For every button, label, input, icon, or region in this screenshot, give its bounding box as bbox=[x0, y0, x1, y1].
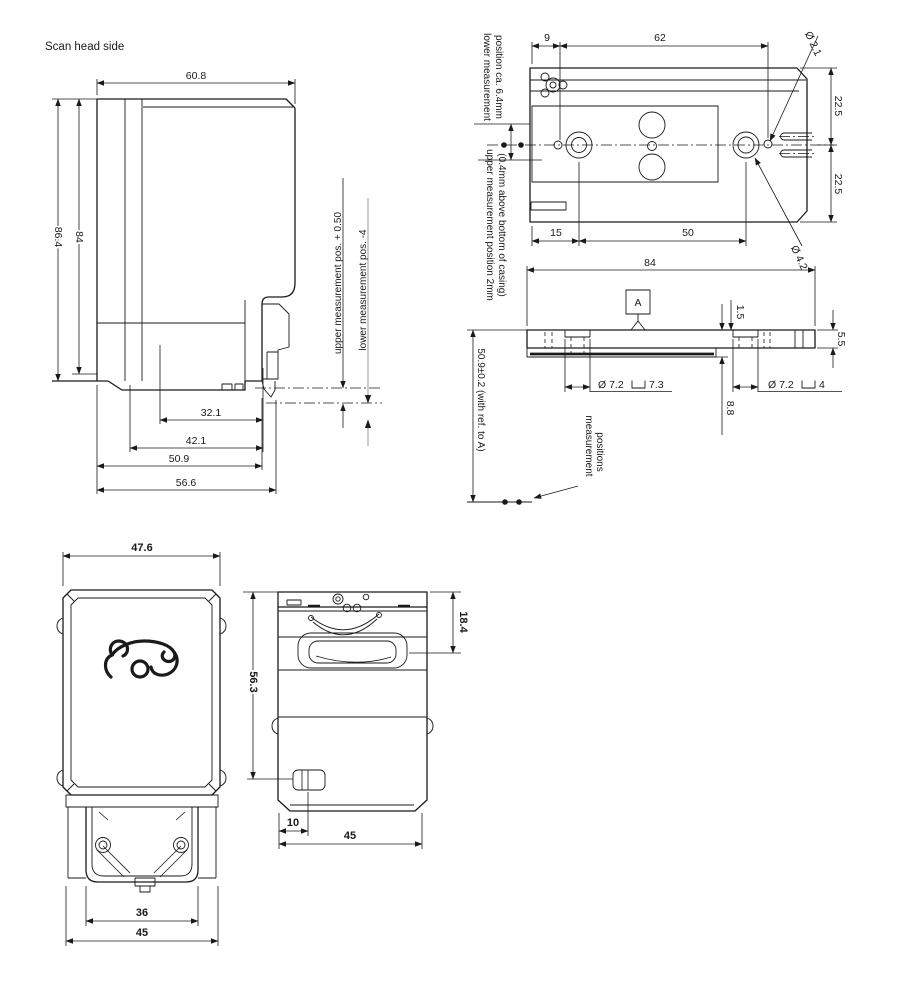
dim-36: 36 bbox=[136, 907, 148, 919]
dim-18-4: 18.4 bbox=[457, 611, 469, 633]
upper-meas-position-label-line2: (0.4mm above bottom of casing) bbox=[496, 153, 507, 296]
counterbore-symbol bbox=[631, 380, 646, 389]
dim-10: 10 bbox=[287, 817, 299, 829]
front-side-outline bbox=[247, 591, 434, 812]
front-scan-nose bbox=[65, 794, 219, 893]
cb-left-depth: 7.3 bbox=[649, 379, 664, 391]
dim-32-1: 32.1 bbox=[201, 407, 222, 419]
counterbore-symbol bbox=[801, 380, 816, 389]
lower-meas-position-label-line2: position ca. 6.4mm bbox=[493, 35, 504, 119]
baseplate-side-dimensions: 84 1.5 5.5 8.8 Ø 7.2 7.3 Ø 7.2 4 bbox=[467, 257, 847, 505]
lower-meas-position-label-line1: lower measurement bbox=[481, 33, 492, 121]
dim-56-3: 56.3 bbox=[247, 671, 259, 692]
upper-meas-position-label-line1: upper measurement position 2mm bbox=[484, 149, 495, 301]
cb-left-diameter: Ø 7.2 bbox=[598, 379, 624, 391]
measurement-positions-label-line1: measurement bbox=[583, 415, 594, 476]
dim-50-9: 50.9 bbox=[169, 453, 190, 465]
measurement-positions-label-line2: positions bbox=[594, 432, 605, 471]
dim-47-6: 47.6 bbox=[131, 542, 152, 554]
measurement-point-dot bbox=[501, 142, 507, 148]
cb-right-diameter: Ø 7.2 bbox=[768, 379, 794, 391]
view-baseplate-side: A 84 1.5 5.5 8.8 Ø 7.2 7.3 bbox=[467, 257, 847, 505]
dim-56-6: 56.6 bbox=[176, 477, 197, 489]
eye-logo bbox=[103, 639, 179, 679]
view-scan-head-side: Scan head side 60.8 bbox=[45, 41, 382, 494]
measurement-point-dot bbox=[516, 499, 522, 505]
dim-42-1: 42.1 bbox=[186, 435, 207, 447]
side-view-dimensions: 60.8 86.4 84 32.1 42.1 50.9 56.6 bbox=[51, 70, 296, 494]
baseplate-side-outline bbox=[526, 329, 816, 358]
dim-22-5-bottom: 22.5 bbox=[832, 174, 844, 195]
dim-width-60-8: 60.8 bbox=[186, 70, 207, 82]
front-outline bbox=[56, 589, 227, 796]
front-dimensions: 47.6 56.3 36 45 bbox=[62, 542, 278, 946]
front-side-dimensions: 18.4 10 45 bbox=[278, 591, 469, 849]
dim-84: 84 bbox=[644, 257, 656, 269]
baseplate-top-dimensions: 9 62 22.5 22.5 15 50 Ø 2.1 Ø 4.2 bbox=[531, 30, 844, 272]
measurement-position-callouts: upper measurement pos. + 0.50 lower meas… bbox=[333, 178, 372, 446]
dim-62: 62 bbox=[654, 32, 666, 44]
measurement-point-dot bbox=[502, 499, 508, 505]
view-baseplate-top: 9 62 22.5 22.5 15 50 Ø 2.1 Ø 4.2 lower m… bbox=[474, 30, 844, 301]
dim-8-8: 8.8 bbox=[724, 401, 736, 416]
measurement-point-dot bbox=[518, 142, 524, 148]
dim-50: 50 bbox=[682, 227, 694, 239]
datum-flag-a: A bbox=[625, 289, 651, 331]
lower-measurement-pos-label: lower measurement pos. -4 bbox=[358, 229, 369, 351]
dim-45-front: 45 bbox=[136, 927, 148, 939]
cb-right-depth: 4 bbox=[819, 379, 825, 391]
measurement-position-labels-top-view: lower measurement position ca. 6.4mm upp… bbox=[474, 33, 542, 301]
dia-4-2-callout: Ø 4.2 bbox=[788, 244, 810, 272]
view-front-side: 18.4 10 45 bbox=[247, 591, 469, 849]
dim-22-5-top: 22.5 bbox=[832, 96, 844, 117]
dim-45-side: 45 bbox=[344, 830, 356, 842]
dim-50-9-ref-a: 50.9±0.2 (with ref. to A) bbox=[475, 348, 486, 451]
dia-2-1-callout: Ø 2.1 bbox=[802, 30, 824, 58]
datum-letter: A bbox=[634, 297, 641, 309]
dim-9: 9 bbox=[544, 32, 550, 44]
upper-measurement-pos-label: upper measurement pos. + 0.50 bbox=[333, 212, 344, 354]
dim-1-5: 1.5 bbox=[734, 305, 746, 320]
side-view-outline bbox=[52, 98, 382, 404]
dim-5-5: 5.5 bbox=[835, 332, 847, 347]
view-front: 47.6 56.3 36 45 bbox=[56, 542, 278, 946]
dim-height-86-4: 86.4 bbox=[52, 227, 64, 248]
view-title: Scan head side bbox=[45, 41, 124, 53]
baseplate-top-outline bbox=[487, 67, 834, 223]
dim-15: 15 bbox=[550, 227, 562, 239]
dim-height-84: 84 bbox=[73, 231, 85, 243]
